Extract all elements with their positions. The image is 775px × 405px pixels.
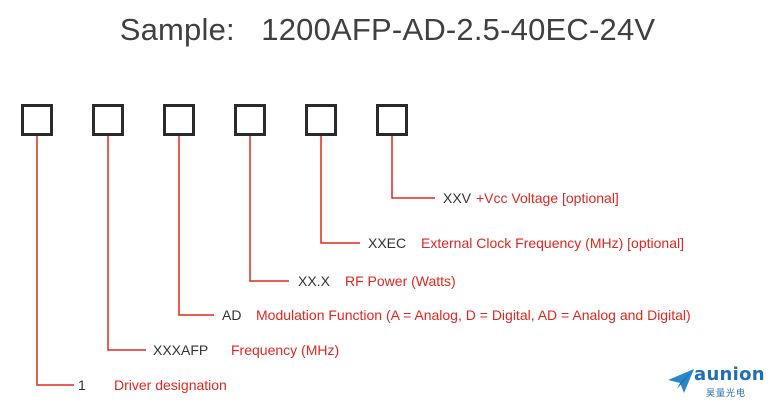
desc-frequency: Frequency (MHz) [231,342,340,358]
leader-line-external-clock [320,136,360,244]
desc-modulation: Modulation Function (A = Analog, D = Dig… [256,307,691,323]
logo-wordmark: aunion [694,364,765,385]
paper-plane-icon [668,369,694,393]
leader-line-modulation [178,136,214,316]
leader-line-rf-power [249,136,289,282]
code-modulation: AD [222,307,242,323]
code-rf-power: XX.X [298,273,330,289]
leader-line-driver [36,136,74,386]
code-frequency: XXXAFP [153,342,209,358]
code-voltage: XXV [443,190,472,206]
aunion-logo: aunion 昊量光电 [666,364,766,400]
code-driver: 1 [78,377,86,393]
desc-rf-power: RF Power (Watts) [345,273,456,289]
desc-external-clock: External Clock Frequency (MHz) [optional… [421,235,684,251]
leader-line-frequency [107,136,146,351]
code-external-clock: XXEC [368,235,407,251]
desc-driver: Driver designation [114,377,227,393]
box-frequency [92,104,124,136]
logo-subtitle: 昊量光电 [706,389,747,399]
sample-title: Sample: 1200AFP-AD-2.5-40EC-24V [119,12,656,47]
box-external-clock [305,104,337,136]
box-rf-power [234,104,266,136]
box-modulation [163,104,195,136]
desc-voltage: +Vcc Voltage [optional] [476,190,619,206]
leader-line-voltage [391,136,435,199]
box-driver [21,104,53,136]
box-voltage [376,104,408,136]
